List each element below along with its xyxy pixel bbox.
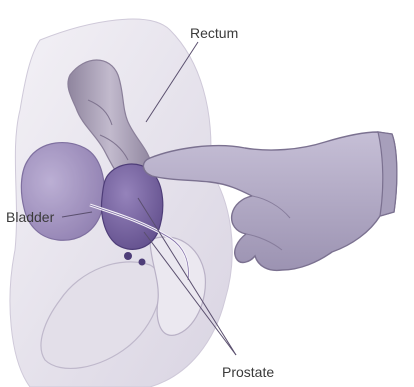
seminal-vesicle bbox=[139, 259, 146, 266]
rectum-label: Rectum bbox=[190, 25, 238, 41]
bladder-label: Bladder bbox=[6, 209, 55, 225]
seminal-vesicle bbox=[124, 252, 132, 260]
bladder bbox=[21, 143, 104, 241]
prostate-label: Prostate bbox=[222, 364, 274, 380]
